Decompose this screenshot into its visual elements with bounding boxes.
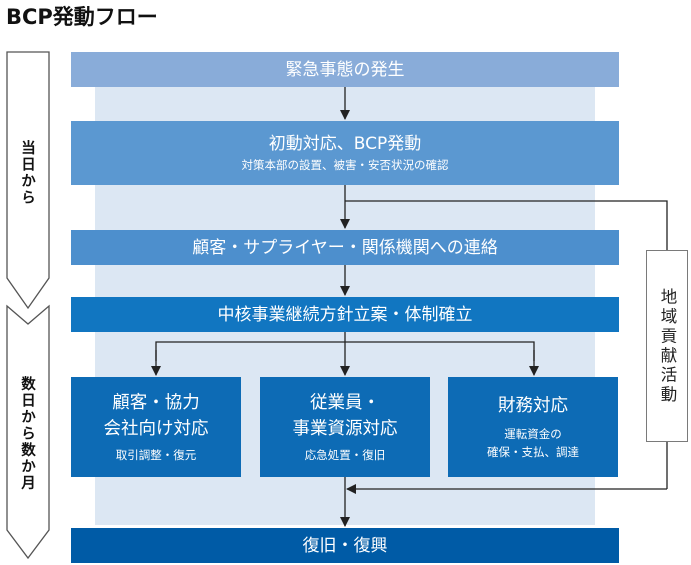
phase-label-today: 当日から [19,140,35,206]
community-contribution-label: 地域貢献活動 [658,287,677,405]
step-customers-label-1: 顧客・協力 [112,393,200,413]
step-initial-response-label: 初動対応、BCP発動 [268,134,422,154]
phase-arrow-days-to-months [6,304,50,560]
page-title: BCP発動フロー [6,5,158,29]
step-initial-response-sub: 対策本部の設置、被害・安否状況の確認 [241,158,449,172]
step-customers: 顧客・協力 会社向け対応 取引調整・復元 [71,377,241,477]
step-employees: 従業員・ 事業資源対応 応急処置・復旧 [260,377,430,477]
community-contribution-box: 地域貢献活動 [646,250,688,442]
step-policy: 中核事業継続方針立案・体制確立 [71,297,619,332]
step-contact: 顧客・サプライヤー・関係機関への連絡 [71,230,619,265]
step-finance-label: 財務対応 [498,396,568,416]
step-emergency: 緊急事態の発生 [71,52,619,87]
step-recovery: 復旧・復興 [71,528,619,563]
step-contact-label: 顧客・サプライヤー・関係機関への連絡 [192,237,498,258]
step-finance: 財務対応 運転資金の 確保・支払、調達 [448,377,618,477]
phase-label-days-to-months: 数日から数か月 [19,376,35,492]
step-finance-sub-1: 運転資金の [504,427,562,441]
step-customers-label-2: 会社向け対応 [103,419,209,439]
step-recovery-label: 復旧・復興 [302,535,388,556]
step-employees-sub: 応急処置・復旧 [304,448,386,462]
step-initial-response: 初動対応、BCP発動 対策本部の設置、被害・安否状況の確認 [71,121,619,185]
step-employees-label-2: 事業資源対応 [292,419,398,439]
step-finance-sub-2: 確保・支払、調達 [487,445,579,459]
step-policy-label: 中核事業継続方針立案・体制確立 [217,304,473,325]
phase-arrow-today [6,51,50,310]
step-customers-sub: 取引調整・復元 [115,448,197,462]
step-employees-label-1: 従業員・ [310,393,380,413]
step-emergency-label: 緊急事態の発生 [285,59,405,80]
